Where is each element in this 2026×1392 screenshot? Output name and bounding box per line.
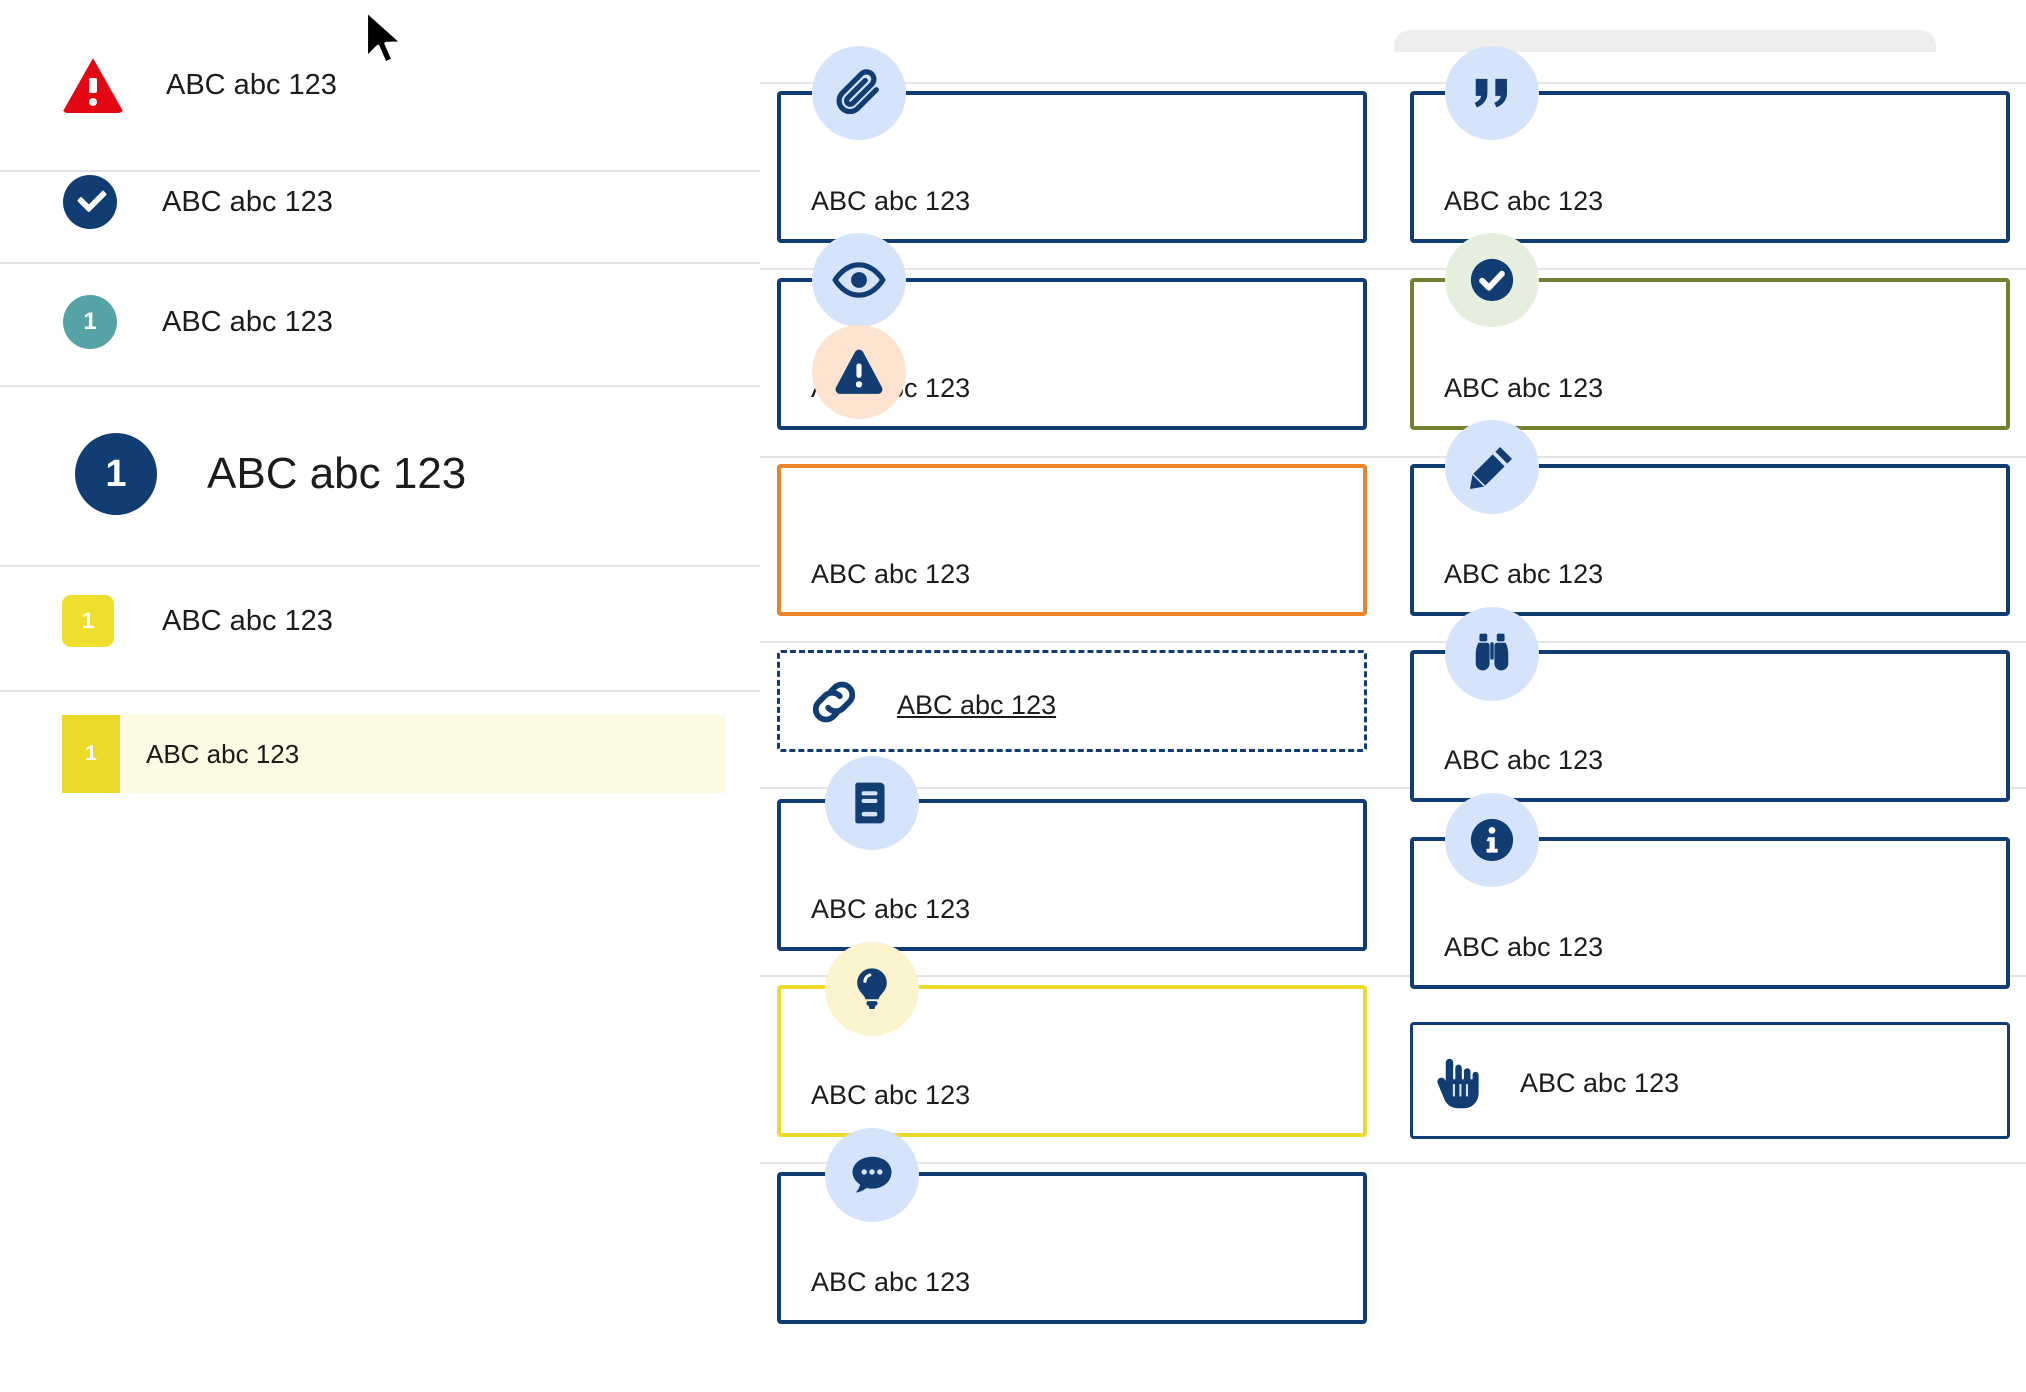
card-label: ABC abc 123 [811, 1267, 971, 1297]
list-item-label: ABC abc 123 [207, 449, 467, 498]
link-icon [805, 673, 863, 736]
list-item-success[interactable]: ABC abc 123 [63, 175, 333, 229]
book-icon [825, 756, 919, 850]
badge-number-icon: 1 [62, 715, 120, 793]
list-item-step-yellow[interactable]: 1 ABC abc 123 [62, 595, 333, 647]
info-icon [1445, 793, 1539, 887]
card-label: ABC abc 123 [1444, 186, 1604, 216]
column-divider [760, 456, 2026, 458]
column-divider [760, 787, 2026, 789]
card-action-label: ABC abc 123 [1520, 1068, 1680, 1098]
list-item-label: ABC abc 123 [162, 305, 333, 338]
card-label: ABC abc 123 [811, 1080, 971, 1110]
card-label: ABC abc 123 [1444, 373, 1604, 403]
badge-number-icon: 1 [62, 595, 114, 647]
background-panel [1394, 30, 1936, 52]
badge-number-icon: 1 [63, 295, 117, 349]
card-label: ABC abc 123 [811, 894, 971, 924]
column-divider [760, 82, 2026, 84]
check-circle-icon [1445, 233, 1539, 327]
card-label: ABC abc 123 [1444, 932, 1604, 962]
list-item-label: ABC abc 123 [162, 185, 333, 218]
paperclip-icon [812, 46, 906, 140]
card-comment[interactable]: ABC abc 123 [777, 1172, 1367, 1324]
card-link-label[interactable]: ABC abc 123 [897, 690, 1057, 720]
lightbulb-icon [825, 942, 919, 1036]
column-divider [760, 975, 2026, 977]
card-label: ABC abc 123 [1444, 745, 1604, 775]
list-divider [0, 690, 760, 692]
chat-bubble-icon [825, 1128, 919, 1222]
column-divider [760, 641, 2026, 643]
check-circle-icon [63, 175, 117, 229]
list-item-step-large[interactable]: 1 ABC abc 123 [75, 433, 466, 515]
list-divider [0, 170, 760, 172]
list-item-label: ABC abc 123 [162, 604, 333, 637]
card-label: ABC abc 123 [811, 559, 971, 589]
pointing-hand-icon [1428, 1052, 1484, 1119]
card-label: ABC abc 123 [811, 186, 971, 216]
card-link[interactable] [777, 650, 1367, 752]
card-label: ABC abc 123 [1444, 559, 1604, 589]
card-action[interactable] [1410, 1022, 2010, 1139]
list-divider [0, 565, 760, 567]
card-warning[interactable]: ABC abc 123 [777, 464, 1367, 616]
list-item-step[interactable]: 1 ABC abc 123 [63, 295, 333, 349]
quote-icon [1445, 46, 1539, 140]
binoculars-icon [1445, 607, 1539, 701]
pencil-icon [1445, 420, 1539, 514]
list-item-label: ABC abc 123 [166, 68, 337, 101]
list-item-selected[interactable]: 1 ABC abc 123 [62, 715, 725, 793]
column-divider [760, 268, 2026, 270]
list-divider [0, 262, 760, 264]
eye-icon [812, 233, 906, 327]
column-divider [760, 1162, 2026, 1164]
list-item-warning[interactable]: ABC abc 123 [62, 57, 337, 113]
badge-number-icon: 1 [75, 433, 157, 515]
list-item-label: ABC abc 123 [146, 738, 300, 769]
warning-triangle-icon [812, 325, 906, 419]
left-list-column: ABC abc 123 ABC abc 123 1 ABC abc 123 1 … [0, 0, 760, 1392]
list-divider [0, 385, 760, 387]
card-glossary[interactable]: ABC abc 123 [777, 799, 1367, 951]
warning-triangle-icon [62, 57, 124, 113]
